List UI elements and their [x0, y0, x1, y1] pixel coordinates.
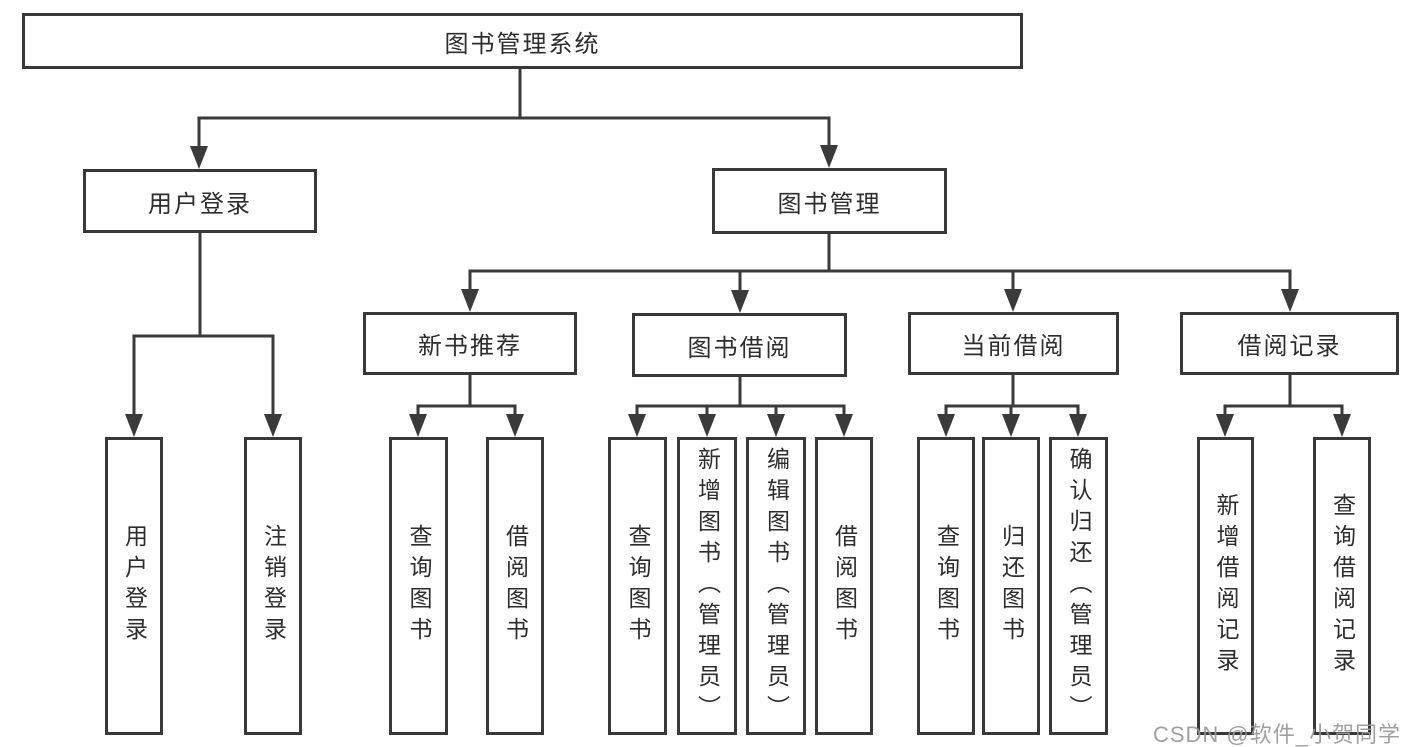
arrowhead-icon — [409, 414, 427, 437]
arrowhead-icon — [731, 290, 749, 313]
node-leaf-query-book-3: 查询图书 — [917, 437, 975, 735]
node-leaf-query-record: 查询借阅记录 — [1313, 437, 1371, 735]
arrowhead-icon — [1002, 414, 1020, 437]
node-leaf-borrow-book-2: 借阅图书 — [815, 437, 873, 735]
arrowhead-icon — [1333, 414, 1351, 437]
node-label-leaf-query-book-3: 查询图书 — [933, 524, 960, 648]
arrowhead-icon — [937, 414, 955, 437]
node-label-book-borrow: 图书借阅 — [687, 334, 792, 362]
node-label-current-borrow: 当前借阅 — [961, 333, 1066, 360]
node-leaf-user-login: 用户登录 — [105, 437, 163, 735]
node-label-leaf-logout: 注销登录 — [260, 524, 287, 648]
node-leaf-edit-book: 编辑图书（管理员） — [746, 437, 806, 735]
connector-line — [132, 231, 275, 425]
node-current-borrow: 当前借阅 — [908, 312, 1119, 375]
node-label-leaf-confirm-return: 确认归还（管理员） — [1066, 446, 1092, 726]
node-label-leaf-add-record: 新增借阅记录 — [1213, 493, 1239, 679]
arrowhead-icon — [1281, 289, 1299, 312]
node-label-user-login: 用户登录 — [148, 190, 252, 218]
connector-line — [197, 67, 831, 157]
node-label-book-management: 图书管理 — [777, 190, 882, 218]
node-leaf-borrow-book-1: 借阅图书 — [486, 437, 544, 735]
node-label-leaf-borrow-book-1: 借阅图书 — [502, 524, 529, 648]
node-label-leaf-query-book-2: 查询图书 — [625, 524, 651, 648]
node-root: 图书管理系统 — [22, 13, 1023, 69]
node-label-leaf-borrow-book-2: 借阅图书 — [831, 524, 858, 648]
connector-line — [1223, 373, 1344, 425]
arrowhead-icon — [1216, 414, 1234, 437]
node-leaf-add-record: 新增借阅记录 — [1197, 437, 1254, 735]
node-leaf-query-book-2: 查询图书 — [608, 437, 667, 735]
node-label-leaf-user-login: 用户登录 — [121, 524, 148, 648]
node-label-leaf-edit-book: 编辑图书（管理员） — [763, 446, 790, 726]
node-label-leaf-query-record: 查询借阅记录 — [1329, 493, 1356, 679]
arrowhead-icon — [820, 145, 838, 168]
node-leaf-query-book-1: 查询图书 — [389, 437, 448, 735]
node-book-borrow: 图书借阅 — [632, 313, 847, 377]
node-label-leaf-return-book: 归还图书 — [998, 524, 1025, 648]
arrowhead-icon — [1004, 289, 1022, 312]
arrowhead-icon — [767, 414, 785, 437]
node-leaf-return-book: 归还图书 — [982, 437, 1040, 735]
node-label-leaf-query-book-1: 查询图书 — [406, 524, 432, 648]
arrowhead-icon — [461, 289, 479, 312]
arrowhead-icon — [125, 414, 143, 437]
node-user-login: 用户登录 — [83, 169, 317, 233]
arrowhead-icon — [628, 414, 646, 437]
node-label-root: 图书管理系统 — [444, 30, 601, 58]
node-label-borrow-records: 借阅记录 — [1237, 333, 1342, 360]
arrowhead-icon — [1069, 414, 1087, 437]
connector-line — [468, 232, 1292, 301]
arrowhead-icon — [264, 414, 282, 437]
arrowhead-icon — [190, 146, 208, 169]
arrowhead-icon — [698, 414, 716, 437]
node-leaf-logout: 注销登录 — [244, 437, 302, 735]
node-new-book-recommend: 新书推荐 — [363, 312, 577, 375]
node-leaf-confirm-return: 确认归还（管理员） — [1049, 437, 1108, 735]
arrowhead-icon — [835, 414, 853, 437]
arrowhead-icon — [506, 414, 524, 437]
node-book-management: 图书管理 — [712, 168, 947, 234]
node-label-leaf-add-book: 新增图书（管理员） — [694, 446, 721, 726]
connector-line — [635, 375, 846, 425]
connector-line — [416, 373, 517, 425]
node-label-new-book-recommend: 新书推荐 — [418, 333, 522, 360]
node-leaf-add-book: 新增图书（管理员） — [677, 437, 737, 735]
node-borrow-records: 借阅记录 — [1180, 312, 1399, 375]
